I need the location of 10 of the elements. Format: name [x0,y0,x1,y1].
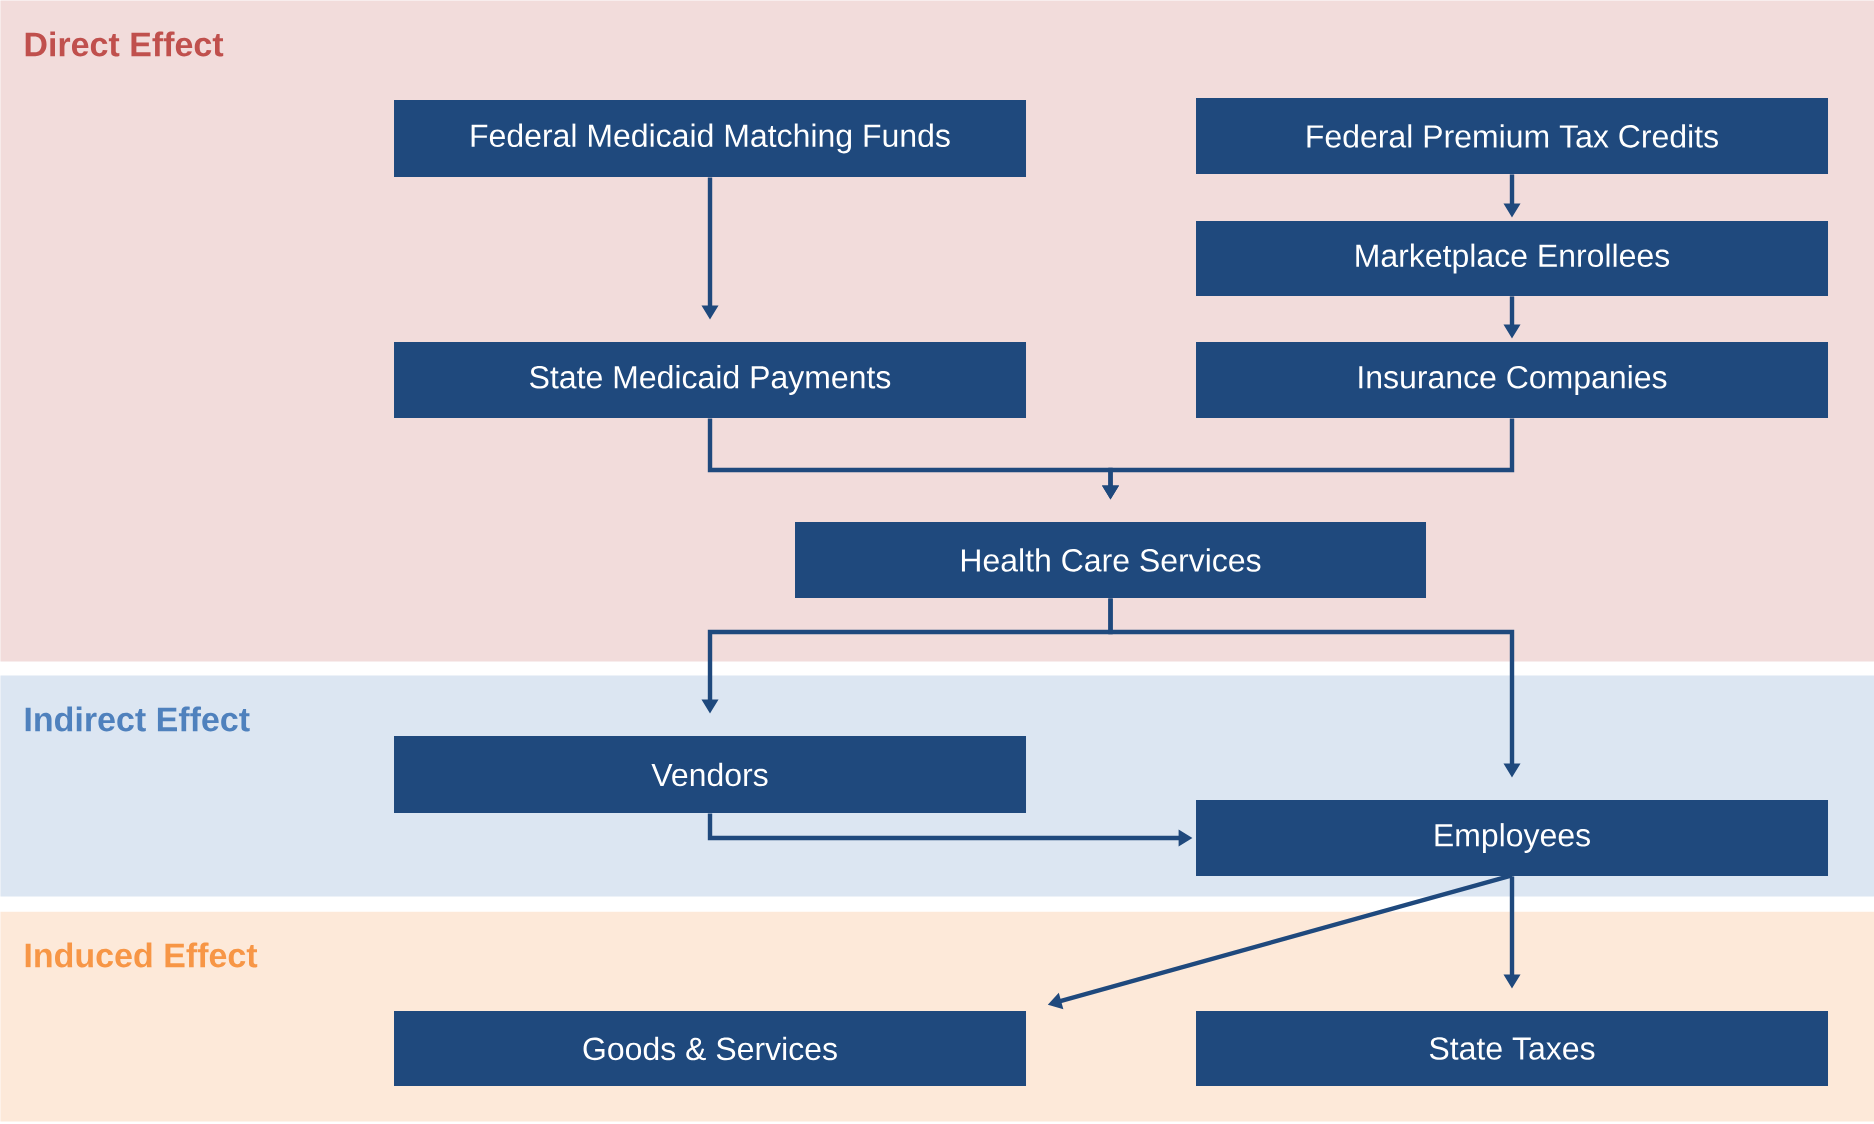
process-box: Insurance Companies [1196,342,1828,418]
process-box: Goods & Services [394,1011,1026,1086]
process-box: Health Care Services [795,522,1426,598]
process-box: Federal Premium Tax Credits [1196,98,1828,174]
process-box: Vendors [394,736,1026,813]
process-box: Marketplace Enrollees [1196,221,1828,296]
process-box: State Medicaid Payments [394,342,1026,418]
process-box: Employees [1196,800,1828,876]
process-box: Federal Medicaid Matching Funds [394,100,1026,177]
process-box: State Taxes [1196,1011,1828,1086]
